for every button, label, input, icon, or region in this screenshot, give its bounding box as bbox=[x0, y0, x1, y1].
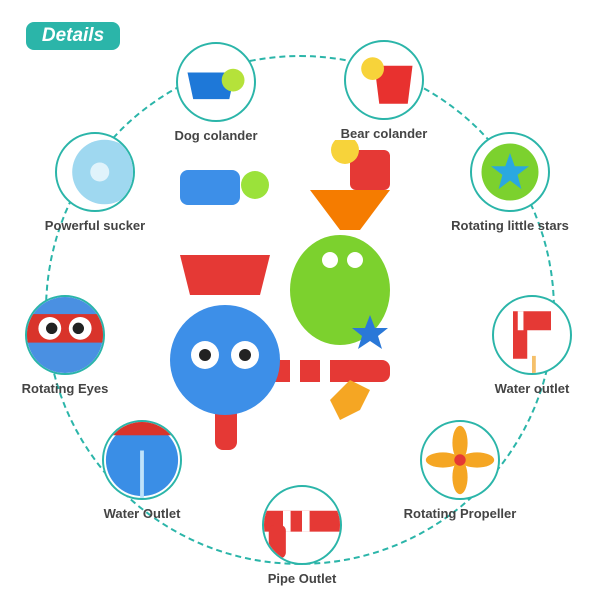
feature-label: Water Outlet bbox=[103, 506, 181, 521]
feature-label: Rotating little stars bbox=[451, 218, 569, 233]
feature-label: Dog colander bbox=[174, 128, 258, 143]
octopus-outlet-icon bbox=[104, 422, 180, 498]
bear-colander-icon bbox=[361, 57, 413, 104]
dog-colander-icon bbox=[187, 68, 245, 100]
feature-label: Bear colander bbox=[340, 126, 428, 141]
sucker-icon bbox=[72, 139, 133, 205]
propeller-icon bbox=[425, 425, 495, 495]
eyes-icon bbox=[27, 297, 103, 373]
water-outlet-icon bbox=[513, 311, 551, 373]
pipe-outlet-icon bbox=[264, 510, 340, 559]
bath-toy-image bbox=[170, 140, 390, 450]
feature-label: Powerful sucker bbox=[44, 218, 146, 233]
feature-label: Pipe Outlet bbox=[267, 571, 337, 586]
details-badge: Details bbox=[26, 22, 120, 50]
feature-label: Water outlet bbox=[494, 381, 570, 396]
feature-label: Rotating Propeller bbox=[403, 506, 517, 521]
star-icon bbox=[481, 143, 539, 201]
feature-label: Rotating Eyes bbox=[21, 381, 109, 396]
